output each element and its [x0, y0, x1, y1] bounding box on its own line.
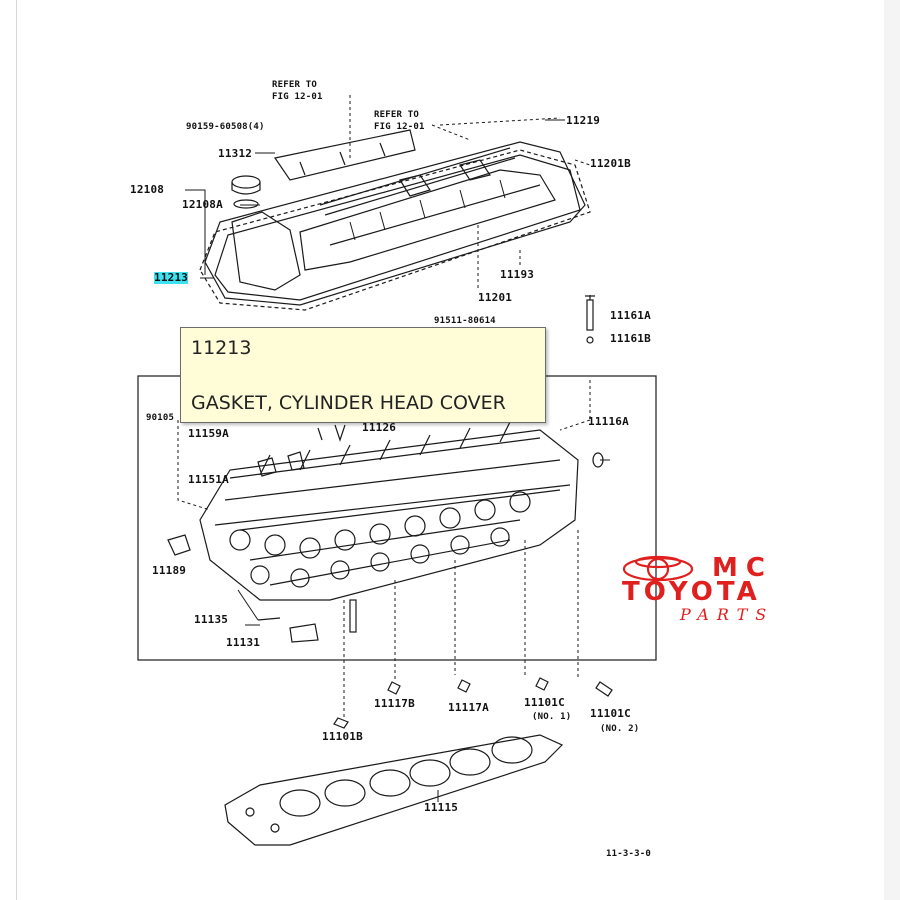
refer-fig-label[interactable]: FIG 12-01 — [374, 122, 425, 132]
stud-bolts[interactable] — [585, 295, 595, 344]
part-label-91511[interactable]: 91511-80614 — [434, 316, 496, 326]
part-label-11159a[interactable]: 11159A — [188, 427, 229, 440]
part-label-11131[interactable]: 11131 — [226, 636, 261, 649]
part-label-11161b[interactable]: 11161B — [610, 332, 651, 345]
part-label-11219[interactable]: 11219 — [566, 114, 601, 127]
part-label-12108a[interactable]: 12108A — [182, 198, 223, 211]
part-label-11193[interactable]: 11193 — [500, 268, 535, 281]
part-label-12108[interactable]: 12108 — [130, 183, 165, 196]
cylinder-head-gasket[interactable] — [224, 734, 564, 846]
ignition-coil-cover[interactable] — [273, 129, 416, 181]
refer-fig-label[interactable]: FIG 12-01 — [272, 92, 323, 102]
part-label-11151a[interactable]: 11151A — [188, 473, 229, 486]
watermark-mc: MC — [712, 553, 773, 583]
part-note-no2: (NO. 2) — [600, 724, 640, 734]
figure-code: 11-3-3-0 — [606, 849, 651, 859]
part-label-11161a[interactable]: 11161A — [610, 309, 651, 322]
part-label-90159[interactable]: 90159-60508(4) — [186, 122, 265, 132]
part-tooltip: 11213 GASKET, CYLINDER HEAD COVER — [180, 327, 546, 423]
small-parts[interactable] — [167, 424, 604, 643]
watermark-toyota: TOYOTA — [622, 577, 761, 607]
oil-filler-cap[interactable] — [231, 175, 261, 209]
omc-toyota-watermark: MC TOYOTA PARTS — [620, 553, 835, 630]
part-label-11201b[interactable]: 11201B — [590, 157, 631, 170]
refer-fig-label[interactable]: REFER TO — [374, 110, 419, 120]
part-note-no1: (NO. 1) — [532, 712, 572, 722]
tooltip-part-number: 11213 — [191, 337, 252, 359]
tooltip-part-name: GASKET, CYLINDER HEAD COVER — [191, 392, 506, 414]
watermark-parts: PARTS — [680, 605, 775, 624]
left-frame-edge — [0, 0, 17, 900]
part-label-11135[interactable]: 11135 — [194, 613, 229, 626]
refer-fig-label[interactable]: REFER TO — [272, 80, 317, 90]
head-bolts[interactable] — [333, 677, 613, 729]
part-label-11117a[interactable]: 11117A — [448, 701, 489, 714]
cylinder-head[interactable] — [199, 421, 579, 601]
part-label-90105[interactable]: 90105 — [146, 413, 175, 423]
part-label-11101c-no1[interactable]: 11101C — [524, 696, 565, 709]
cylinder-head-cover[interactable] — [204, 141, 586, 306]
cover-gasket[interactable] — [199, 149, 591, 311]
part-label-11312[interactable]: 11312 — [218, 147, 253, 160]
part-label-11201[interactable]: 11201 — [478, 291, 513, 304]
part-label-11116a[interactable]: 11116A — [588, 415, 629, 428]
part-label-11213-highlighted[interactable]: 11213 — [154, 271, 189, 284]
part-label-11126[interactable]: 11126 — [362, 421, 397, 434]
part-label-11101c-no2[interactable]: 11101C — [590, 707, 631, 720]
part-label-11115[interactable]: 11115 — [424, 801, 459, 814]
right-frame-edge — [884, 0, 900, 900]
part-label-11101b[interactable]: 11101B — [322, 730, 363, 743]
part-label-11189[interactable]: 11189 — [152, 564, 187, 577]
part-label-11117b[interactable]: 11117B — [374, 697, 415, 710]
toyota-logo-icon — [622, 555, 694, 582]
